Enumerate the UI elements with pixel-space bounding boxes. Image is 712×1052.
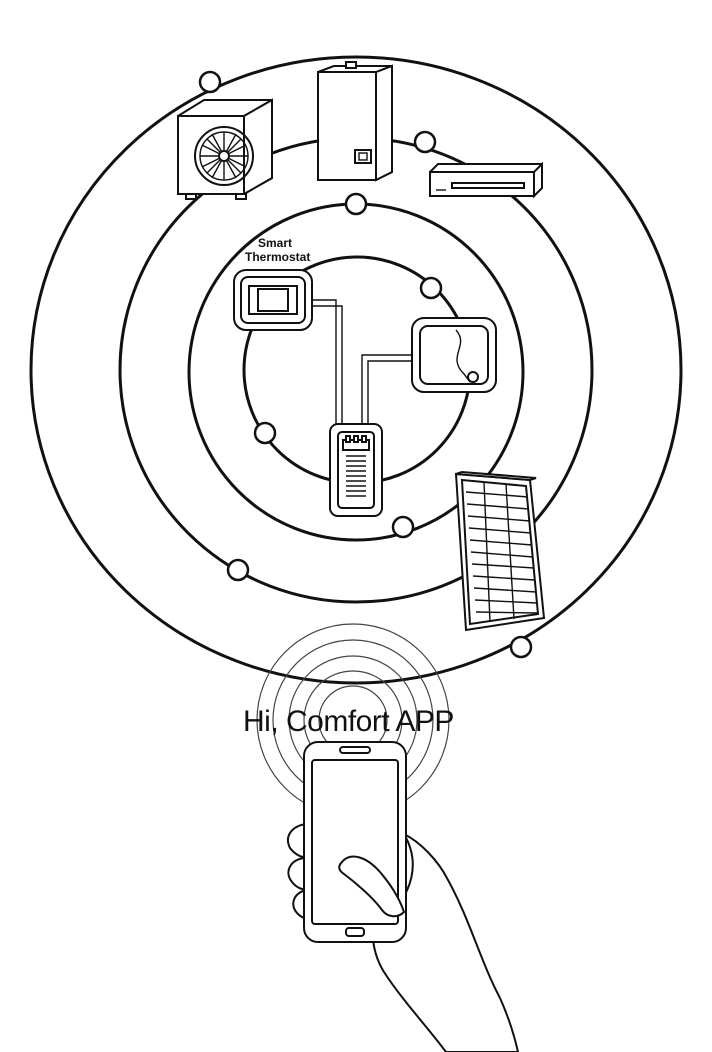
- split-air-conditioner-icon: [429, 161, 543, 199]
- orbit-node: [226, 558, 250, 582]
- orbit-node: [419, 276, 443, 300]
- orbit-node: [509, 635, 533, 659]
- solar-panel-icon: [454, 470, 546, 632]
- app-label: Hi, Comfort APP: [243, 705, 454, 738]
- orbit-node: [413, 130, 437, 154]
- wall-boiler-icon: [317, 61, 393, 182]
- orbit-node: [344, 192, 368, 216]
- smart-thermostat-icon: [233, 269, 313, 331]
- thermostat-label-line2: Thermostat: [245, 250, 310, 264]
- orbit-node: [391, 515, 415, 539]
- outer-ring: [29, 55, 683, 685]
- thumb-illustration: [338, 855, 406, 918]
- room-controller-icon: [411, 317, 497, 393]
- orbit-node: [198, 70, 222, 94]
- orbit-nodes: [198, 70, 533, 659]
- orbit-node: [253, 421, 277, 445]
- water-heater-icon: [329, 423, 383, 517]
- outdoor-heat-pump-icon: [177, 98, 273, 200]
- connection-pipes: [306, 299, 414, 425]
- thermostat-label-line1: Smart: [258, 236, 292, 250]
